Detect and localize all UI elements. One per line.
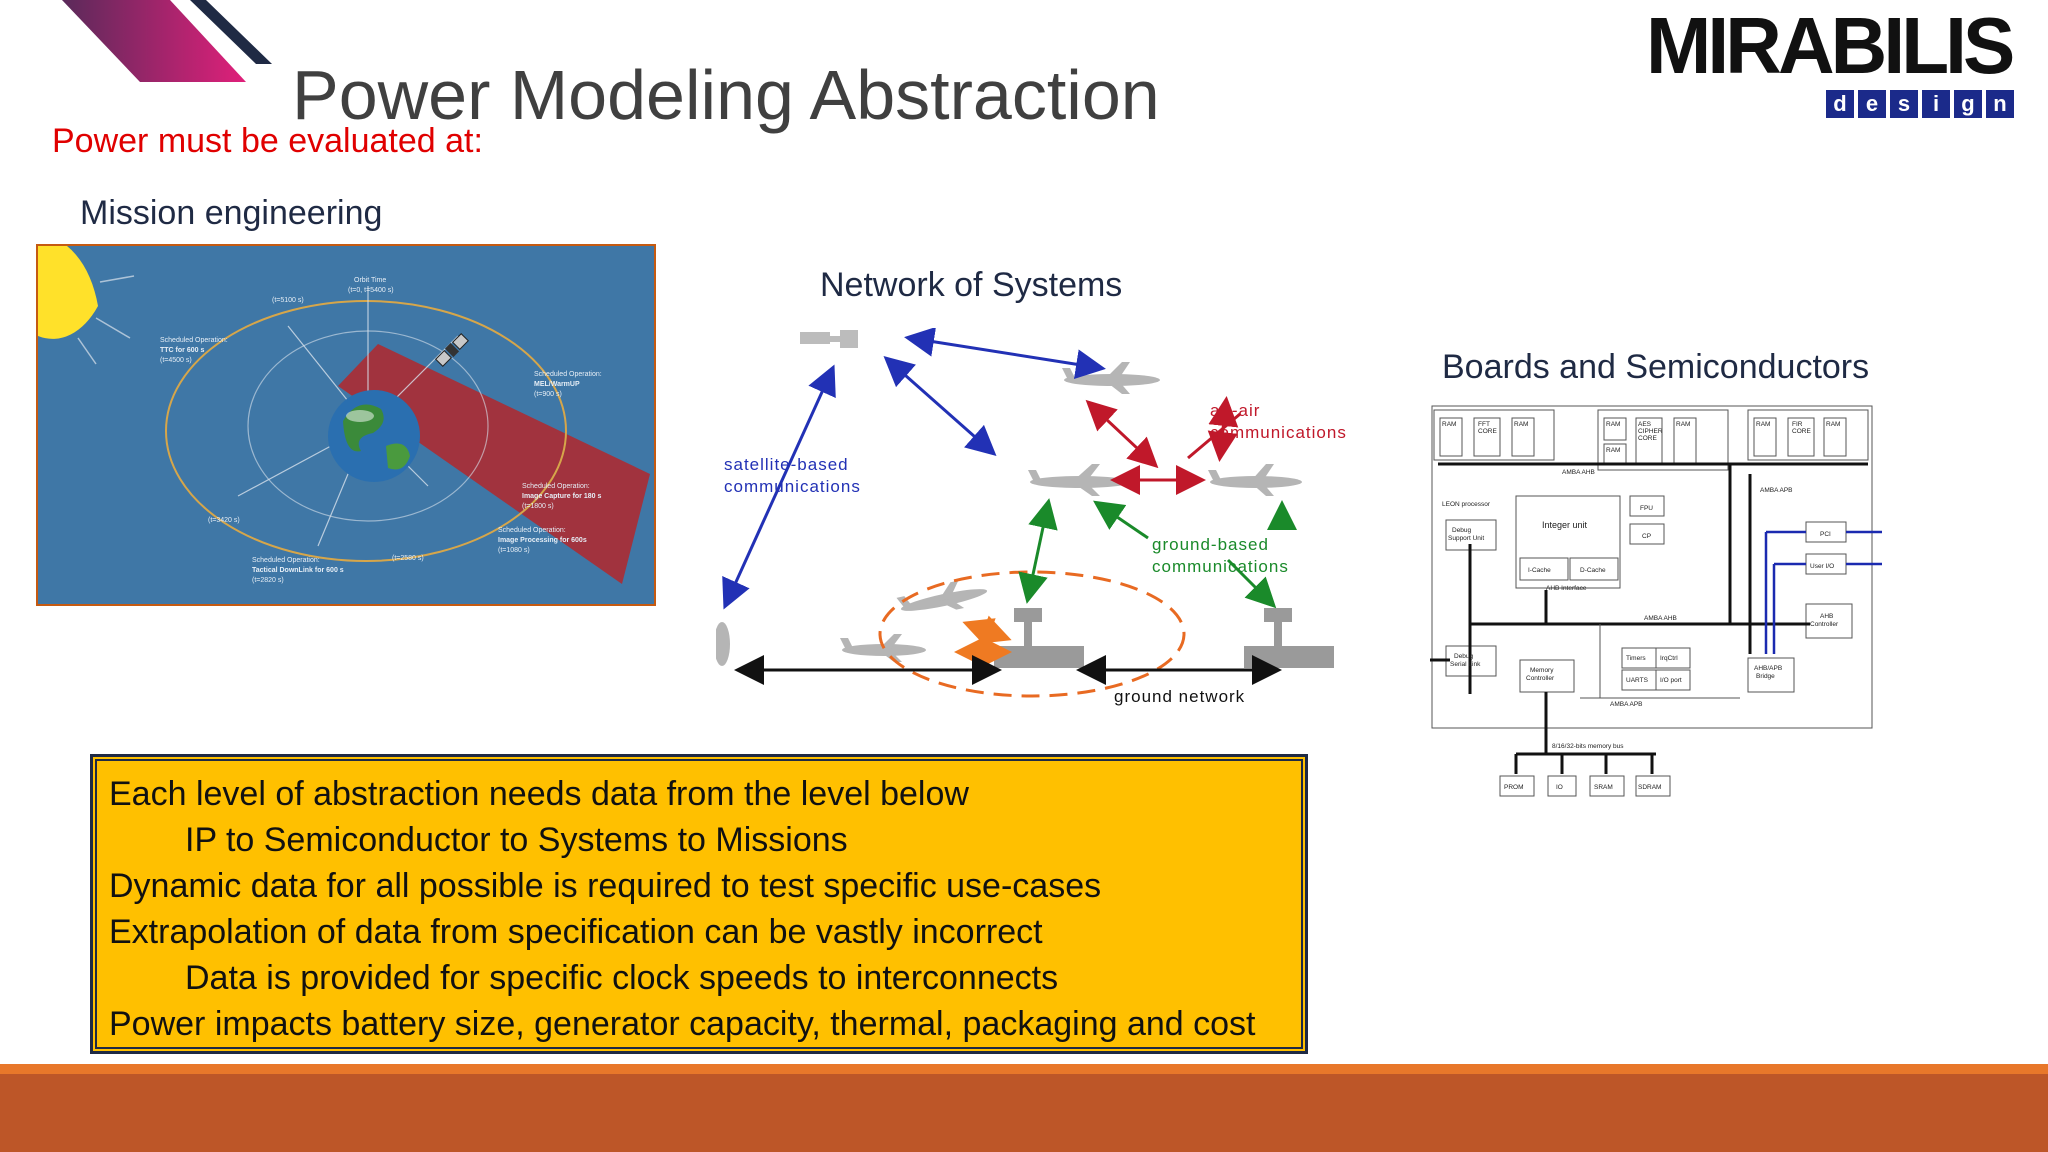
callout-line: Power impacts battery size, generator ca… xyxy=(109,1005,1256,1043)
mirabilis-logo: MIRABILIS d e s i g n xyxy=(1646,6,2036,124)
aircraft-icon xyxy=(1028,464,1130,496)
aircraft-icon xyxy=(1208,464,1302,496)
block-io-port: I/O port xyxy=(1660,677,1682,684)
logo-wordmark: MIRABILIS xyxy=(1646,1,2015,90)
sun-icon xyxy=(38,246,98,339)
control-tower-icon xyxy=(1244,608,1334,668)
bus-amba-apb: AMBA APB xyxy=(1610,701,1643,708)
block-ram: RAM xyxy=(1514,421,1528,428)
aircraft-icon xyxy=(896,580,988,611)
block-irqctrl: IrqCtrl xyxy=(1660,655,1678,662)
earth-icon xyxy=(328,390,420,482)
block-uarts: UARTS xyxy=(1626,677,1649,684)
annotation-capture: Scheduled Operation:Image Capture for 18… xyxy=(522,483,601,510)
bus-amba-ahb: AMBA AHB xyxy=(1644,615,1677,622)
mission-engineering-label: Mission engineering xyxy=(80,194,383,232)
aircraft-icon xyxy=(1062,362,1160,394)
eclipse-shadow xyxy=(338,344,650,584)
satellite-icon xyxy=(435,333,469,367)
callout-line: Dynamic data for all possible is require… xyxy=(109,867,1102,905)
footer-accent-bar xyxy=(0,1064,2048,1074)
block-ram: RAM xyxy=(1756,421,1770,428)
annotation-processing: Scheduled Operation:Image Processing for… xyxy=(498,527,587,554)
logo-letter: n xyxy=(1986,90,2014,118)
control-tower-icon xyxy=(994,608,1084,668)
annotation-t3420: (t=3420 s) xyxy=(208,517,240,524)
bus-amba-ahb-top: AMBA AHB xyxy=(1562,469,1595,476)
block-prom: PROM xyxy=(1504,784,1524,791)
block-ram: RAM xyxy=(1676,421,1690,428)
slide-subtitle: Power must be evaluated at: xyxy=(52,122,483,160)
block-integer-unit: Integer unit xyxy=(1542,520,1588,530)
network-of-systems-label: Network of Systems xyxy=(820,266,1123,304)
annotation-t5100: (t=5100 s) xyxy=(272,297,304,304)
local-network-region xyxy=(878,570,1186,698)
soc-boundary xyxy=(1431,405,1873,729)
callout-line: IP to Semiconductor to Systems to Missio… xyxy=(185,821,848,859)
logo-letter: g xyxy=(1954,90,1982,118)
callout-line: Each level of abstraction needs data fro… xyxy=(109,775,969,813)
satellite-icon xyxy=(800,330,858,348)
block-ram: RAM xyxy=(1606,421,1620,428)
block-sram: SRAM xyxy=(1594,784,1613,791)
memory-bus-label: 8/16/32-bits memory bus xyxy=(1552,743,1624,750)
page-title: Power Modeling Abstraction xyxy=(292,55,1160,134)
callout-line: Extrapolation of data from specification… xyxy=(109,913,1043,951)
block-pci: PCI xyxy=(1820,531,1831,538)
block-timers: Timers xyxy=(1626,655,1646,662)
block-cp: CP xyxy=(1642,533,1651,540)
block-sdram: SDRAM xyxy=(1638,784,1661,791)
boards-semiconductors-label: Boards and Semiconductors xyxy=(1442,348,1870,386)
annotation-t2580: (t=2580 s) xyxy=(392,555,424,562)
logo-tagline: d e s i g n xyxy=(1826,90,2014,118)
block-fpu: FPU xyxy=(1640,505,1653,512)
logo-letter: d xyxy=(1826,90,1854,118)
footer-bar xyxy=(0,1074,2048,1152)
annotation-ttc: Scheduled Operation:TTC for 600 s(t=4500… xyxy=(160,337,228,364)
block-ram: RAM xyxy=(1442,421,1456,428)
key-points-callout: Each level of abstraction needs data fro… xyxy=(90,754,1308,1054)
orbit-path xyxy=(165,300,567,562)
block-user-io: User I/O xyxy=(1810,563,1834,570)
block-ahb-interface: AHB Interface xyxy=(1546,585,1587,592)
block-ram: RAM xyxy=(1826,421,1840,428)
annotation-orbit-time: Orbit Time(t=0, t=5400 s) xyxy=(348,277,394,294)
logo-letter: e xyxy=(1858,90,1886,118)
header-accent-shape xyxy=(62,0,272,82)
block-dcache: D-Cache xyxy=(1580,567,1606,574)
logo-letter: s xyxy=(1890,90,1918,118)
block-ram: RAM xyxy=(1606,447,1620,454)
bus-amba-apb-top: AMBA APB xyxy=(1760,487,1793,494)
annotation-mel: Scheduled Operation:MEL/WarmUP(t=900 s) xyxy=(534,371,602,398)
block-icache: I-Cache xyxy=(1528,567,1551,574)
mission-engineering-image: Orbit Time(t=0, t=5400 s) (t=5100 s) Sch… xyxy=(36,244,656,606)
ground-network-label: ground network xyxy=(1114,687,1245,706)
logo-letter: i xyxy=(1922,90,1950,118)
block-io: IO xyxy=(1556,784,1563,791)
annotation-downlink: Scheduled Operation:Tactical DownLink fo… xyxy=(252,557,344,584)
callout-line: Data is provided for specific clock spee… xyxy=(185,959,1059,997)
leon-processor-label: LEON processor xyxy=(1442,501,1491,508)
ship-icon xyxy=(714,622,730,666)
